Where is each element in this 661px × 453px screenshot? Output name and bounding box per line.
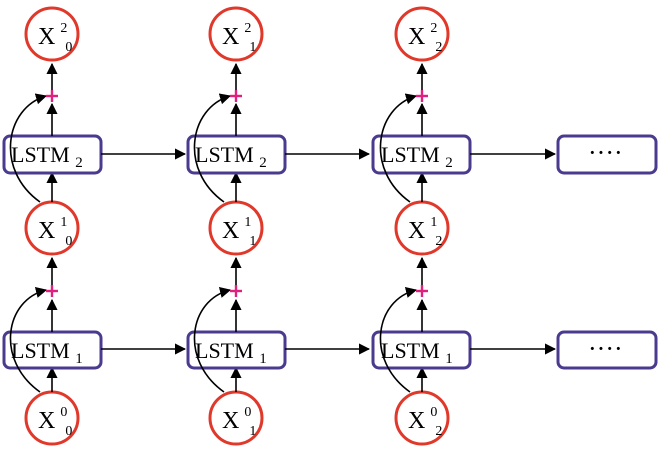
node-x1-layer1: X 1 1 — [208, 200, 264, 256]
lstm-layer2-col1: LSTM 2 — [186, 134, 287, 175]
svg-text:LSTM 2: LSTM 2 — [381, 142, 453, 171]
node-x1-layer2: X 2 1 — [208, 6, 264, 62]
svg-text:LSTM 1: LSTM 1 — [11, 338, 83, 367]
lstm-layer1-col1: LSTM 1 — [186, 330, 287, 370]
column-1: X 0 1 LSTM 1 X 1 1 — [186, 6, 287, 446]
svg-text:LSTM 2: LSTM 2 — [11, 142, 83, 171]
column-0: X 0 0 LSTM 1 X 1 0 — [2, 6, 103, 446]
lstm-layer1-col0: LSTM 1 — [2, 330, 103, 370]
svg-text:····: ···· — [588, 334, 623, 363]
lstm-layer2-col0: LSTM 2 — [2, 134, 103, 175]
svg-text:LSTM 1: LSTM 1 — [381, 338, 453, 367]
svg-text:X 2 2: X 2 2 — [408, 12, 443, 55]
node-x2-layer0: X 0 2 — [394, 390, 450, 446]
svg-text:X 1 2: X 1 2 — [408, 206, 443, 249]
node-x0-layer1: X 1 0 — [24, 200, 80, 256]
plus-icon — [230, 285, 242, 297]
ellipsis-box-layer2: ···· — [556, 134, 658, 175]
svg-text:X 1 1: X 1 1 — [222, 206, 257, 249]
plus-icon — [416, 90, 428, 102]
plus-icon — [46, 285, 58, 297]
lstm-layer2-col2: LSTM 2 — [371, 134, 472, 175]
ellipsis-box-layer1: ···· — [556, 330, 658, 370]
node-x2-layer1: X 1 2 — [394, 200, 450, 256]
node-x1-layer0: X 0 1 — [208, 390, 264, 446]
node-x0-layer0: X 0 0 — [24, 390, 80, 446]
node-x0-layer2: X 2 0 — [24, 6, 80, 62]
lstm-layer1-col2: LSTM 1 — [371, 330, 472, 370]
svg-text:X 0 1: X 0 1 — [222, 396, 257, 439]
svg-text:X 0 0: X 0 0 — [38, 396, 73, 439]
svg-text:X 1 0: X 1 0 — [38, 206, 73, 249]
svg-text:····: ···· — [588, 138, 623, 167]
plus-icon — [416, 285, 428, 297]
node-x2-layer2: X 2 2 — [394, 6, 450, 62]
plus-icon — [46, 90, 58, 102]
column-2: X 0 2 LSTM 1 X 1 2 — [371, 6, 472, 446]
plus-icon — [230, 90, 242, 102]
svg-text:X 2 1: X 2 1 — [222, 12, 257, 55]
svg-text:LSTM 2: LSTM 2 — [195, 142, 267, 171]
svg-text:X 2 0: X 2 0 — [38, 12, 73, 55]
svg-text:LSTM 1: LSTM 1 — [195, 338, 267, 367]
svg-text:X 0 2: X 0 2 — [408, 396, 443, 439]
